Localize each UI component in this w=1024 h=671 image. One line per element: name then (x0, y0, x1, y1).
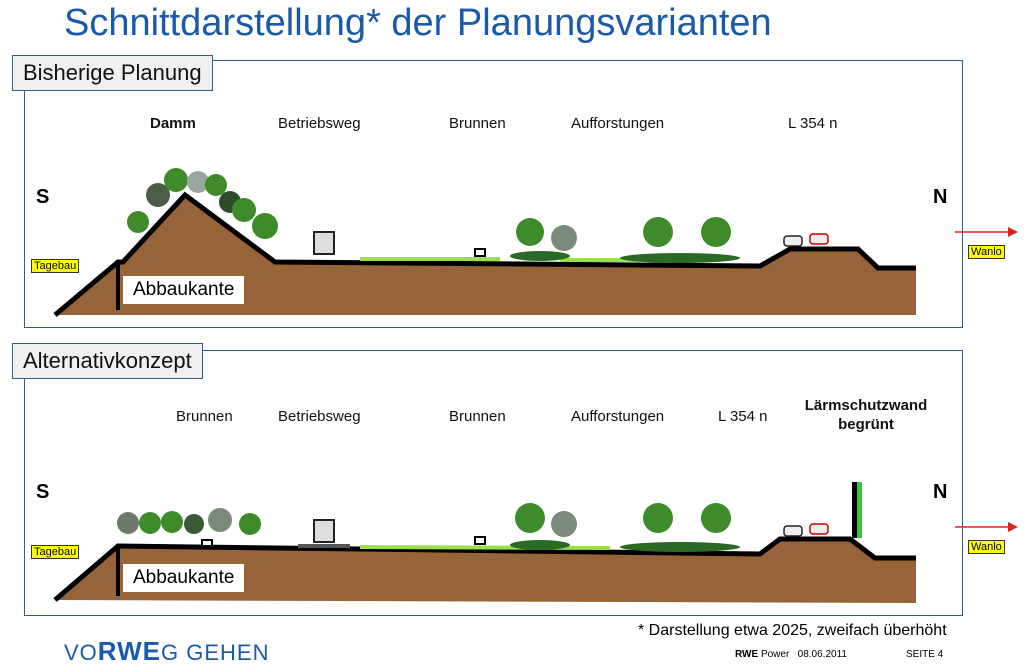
label-brunnen: Brunnen (449, 408, 506, 425)
arrow-right-icon (1008, 522, 1018, 532)
wanlo-tag: Wanlo (968, 540, 1005, 554)
abbaukante-label: Abbaukante (123, 276, 245, 304)
tree-icons (127, 168, 740, 263)
car-icon (783, 235, 803, 247)
tagebau-tag: Tagebau (31, 259, 80, 273)
vehicle-icon (313, 231, 335, 255)
terrain-bottom (53, 482, 1018, 603)
abbaukante-label: Abbaukante (123, 564, 245, 592)
label-aufforstungen: Aufforstungen (571, 408, 665, 425)
label-aufforstungen: Aufforstungen (571, 115, 665, 132)
car-icon (783, 525, 803, 537)
terrain-top (53, 168, 1018, 317)
slide-title: Schnittdarstellung* der Planungsvariante… (64, 2, 772, 44)
vehicle-icon (313, 519, 335, 543)
label-damm: Damm (150, 115, 196, 132)
footer-company-date: RWE Power 08.06.2011 (735, 649, 847, 660)
label-brunnen: Brunnen (449, 115, 506, 132)
panel-alternativkonzept (24, 350, 963, 616)
south-label: S (36, 186, 50, 208)
label-betriebsweg: Betriebsweg (278, 115, 361, 132)
south-label: S (36, 481, 50, 503)
tree-icons (117, 503, 740, 552)
footnote: * Darstellung etwa 2025, zweifach überhö… (638, 622, 947, 639)
label-road: L 354 n (788, 115, 838, 132)
panel-heading: Bisherige Planung (12, 55, 213, 91)
car-icon (809, 233, 829, 245)
panel-bisherige-planung (24, 60, 963, 328)
north-label: N (933, 186, 948, 208)
label-brunnen: Brunnen (176, 408, 233, 425)
label-road: L 354 n (718, 408, 768, 425)
label-laermschutzwand: Lärmschutzwand begrünt (804, 397, 928, 433)
rwe-logo: VORWEG GEHEN (64, 636, 270, 666)
car-icon (809, 523, 829, 535)
panel-heading: Alternativkonzept (12, 343, 203, 379)
page-number: SEITE 4 (906, 649, 944, 660)
tagebau-tag: Tagebau (31, 545, 80, 559)
label-betriebsweg: Betriebsweg (278, 408, 361, 425)
wanlo-tag: Wanlo (968, 245, 1005, 259)
north-label: N (933, 481, 948, 503)
arrow-right-icon (1008, 227, 1018, 237)
